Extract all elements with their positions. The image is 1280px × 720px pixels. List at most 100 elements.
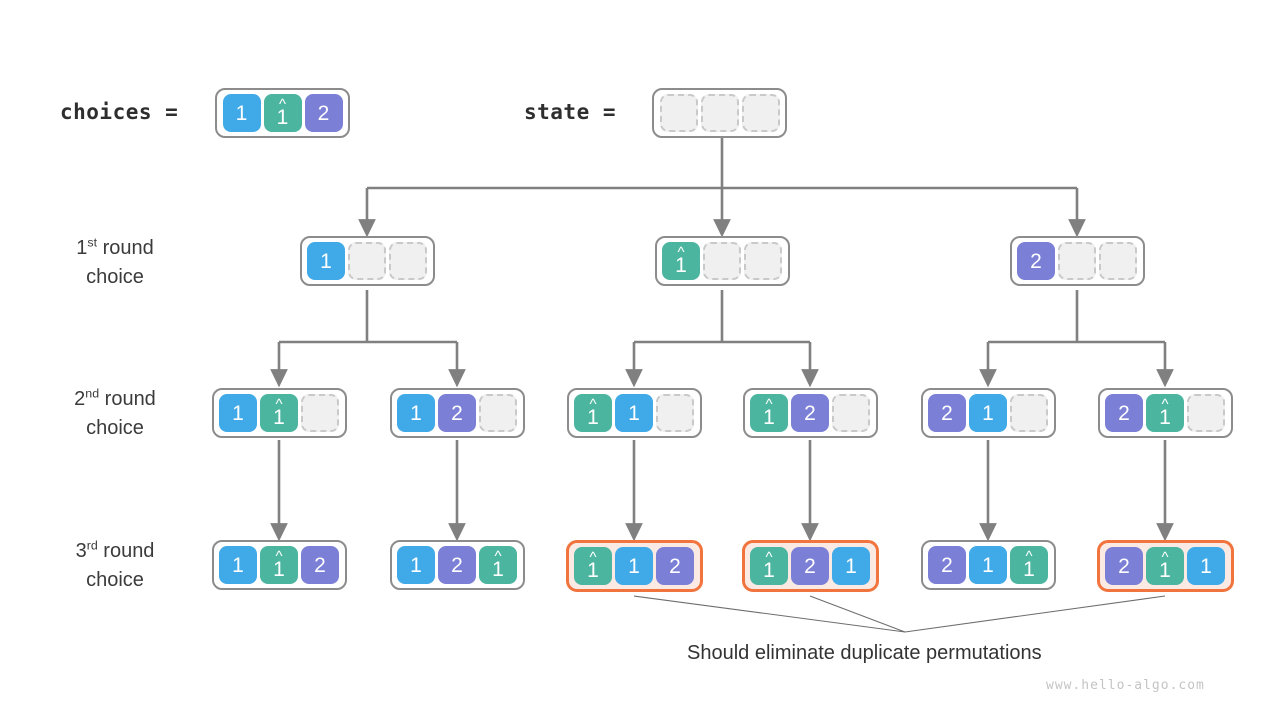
cell-value: 1	[235, 101, 248, 125]
cell-1	[703, 242, 741, 280]
cell-value: 1	[276, 105, 289, 129]
cell-1: 2	[438, 394, 476, 432]
cell-1: ^1	[260, 546, 298, 584]
cell-2	[1187, 394, 1225, 432]
cell-value: 1	[845, 554, 857, 578]
cell-1: 1	[615, 394, 653, 432]
round-label-3: 3rd round choice	[40, 537, 190, 595]
callout-caption: Should eliminate duplicate permutations	[687, 642, 1042, 664]
cell-value: 1	[1159, 558, 1171, 582]
cell-2: 1	[832, 547, 870, 585]
cell-value: 1	[1200, 554, 1212, 578]
cell-value: 2	[804, 554, 816, 578]
cell-value: 2	[804, 401, 816, 425]
hat-accent-icon: ^	[765, 396, 773, 413]
cell-0: 1	[397, 546, 435, 584]
round-ordinal: 2	[74, 388, 86, 410]
cell-2: ^1	[479, 546, 517, 584]
cell-1: ^1	[260, 394, 298, 432]
cell-value: 2	[314, 553, 326, 577]
hat-accent-icon: ^	[1025, 548, 1033, 565]
cell-2	[1099, 242, 1137, 280]
choices-cell-1: ^ 1	[263, 94, 302, 132]
cell-0: 1	[307, 242, 345, 280]
cell-value: 1	[273, 557, 285, 581]
cell-value: 1	[982, 401, 994, 425]
cell-1	[348, 242, 386, 280]
site-watermark: www.hello-algo.com	[1046, 678, 1205, 693]
cell-0: 2	[1105, 394, 1143, 432]
cell-2	[744, 242, 782, 280]
cell-value: 1	[628, 554, 640, 578]
cell-2	[656, 394, 694, 432]
cell-value: 2	[451, 553, 463, 577]
cell-value: 1	[1159, 405, 1171, 429]
cell-value: 1	[675, 253, 687, 277]
cell-value: 2	[1030, 249, 1042, 273]
round-line2: choice	[86, 417, 144, 439]
cell-0: ^1	[574, 547, 612, 585]
hat-accent-icon: ^	[765, 549, 773, 566]
round-label-1: 1st round choice	[40, 234, 190, 292]
hat-accent-icon: ^	[677, 244, 685, 261]
cell-value: 1	[763, 558, 775, 582]
cell-0: ^1	[574, 394, 612, 432]
cell-value: 1	[320, 249, 332, 273]
cell-2: 1	[1187, 547, 1225, 585]
choices-array: 1 ^ 1 2	[215, 88, 350, 138]
cell-1: ^1	[1146, 547, 1184, 585]
cell-value: 2	[941, 553, 953, 577]
cell-value: 2	[669, 554, 681, 578]
cell-0: ^1	[750, 547, 788, 585]
cell-value: 2	[941, 401, 953, 425]
cell-2: ^1	[1010, 546, 1048, 584]
cell-2: 2	[301, 546, 339, 584]
hat-accent-icon: ^	[589, 549, 597, 566]
state-cell-0	[659, 94, 698, 132]
cell-value: 2	[451, 401, 463, 425]
round-ordinal: 1	[76, 237, 88, 259]
hat-accent-icon: ^	[275, 396, 283, 413]
hat-accent-icon: ^	[278, 96, 287, 113]
round-word: round	[102, 237, 154, 259]
cell-value: 1	[492, 557, 504, 581]
cell-2	[832, 394, 870, 432]
cell-0: 2	[928, 394, 966, 432]
state-node-duplicate-l3-2: ^1 1 2	[565, 540, 703, 592]
cell-0: 1	[219, 546, 257, 584]
cell-2	[1010, 394, 1048, 432]
choices-cell-0: 1	[222, 94, 261, 132]
cell-value: 2	[1118, 554, 1130, 578]
cell-value: 1	[628, 401, 640, 425]
round-suffix: rd	[86, 538, 98, 553]
round-word: round	[103, 540, 155, 562]
cell-0: 2	[1017, 242, 1055, 280]
choices-cell-2: 2	[304, 94, 343, 132]
cell-0: 1	[397, 394, 435, 432]
cell-value: 2	[317, 101, 330, 125]
cell-value: 1	[273, 405, 285, 429]
cell-2: 2	[656, 547, 694, 585]
state-cell-2	[741, 94, 780, 132]
round-line2: choice	[86, 569, 144, 591]
cell-1: 1	[615, 547, 653, 585]
round-label-2: 2nd round choice	[40, 385, 190, 443]
cell-1	[1058, 242, 1096, 280]
cell-value: 1	[410, 401, 422, 425]
cell-1: 2	[791, 547, 829, 585]
cell-1: 2	[438, 546, 476, 584]
state-cell-1	[700, 94, 739, 132]
state-array	[652, 88, 787, 138]
cell-0: 2	[928, 546, 966, 584]
cell-value: 1	[232, 553, 244, 577]
cell-value: 2	[1118, 401, 1130, 425]
